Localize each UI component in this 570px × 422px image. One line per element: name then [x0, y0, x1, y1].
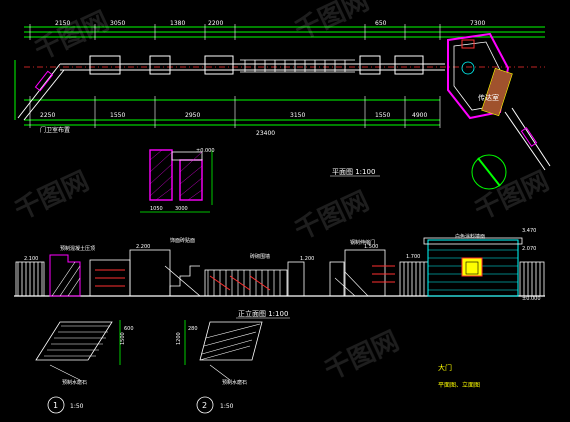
detail-top-dim-2: 3000	[175, 206, 188, 212]
elev-label-8: ±0.000	[522, 296, 541, 302]
title-block: 大门 平面图、立面图	[438, 363, 480, 389]
plan-dim-3: 1380	[170, 20, 185, 27]
detail-2-note: 预制水磨石	[222, 379, 247, 386]
detail-2-dim-2: 280	[188, 326, 198, 332]
plan-mid-dim-3: 2950	[185, 112, 200, 119]
plan-mid-dim-1: 2250	[40, 112, 55, 119]
plan-view: 传达室 2150 3050 1380 2200 650 7300 2250 15…	[14, 20, 551, 190]
detail-2-scale: 1:50	[220, 403, 234, 410]
elev-note-4: 钢制伸缩门	[350, 239, 375, 246]
plan-dim-4: 2200	[208, 20, 223, 27]
detail-1-scale: 1:50	[70, 403, 84, 410]
elevation-title: 正立面图 1:100	[238, 309, 288, 318]
plan-mid-dim-4: 3150	[290, 112, 305, 119]
detail-top-elev: ±0.000	[196, 148, 215, 154]
elev-label-5: 1.700	[406, 254, 420, 260]
title-block-subtitle: 平面图、立面图	[438, 381, 480, 389]
detail-2: 1200 280 预制水磨石 2 1:50	[176, 320, 263, 414]
watermark-6: 千图网	[320, 326, 403, 386]
detail-1-note: 预制水磨石	[62, 379, 87, 386]
watermark-2: 千图网	[290, 0, 373, 46]
elev-label-3: 1.200	[300, 256, 314, 262]
detail-top-dim-1: 1050	[150, 206, 163, 212]
watermark-4: 千图网	[290, 186, 373, 246]
detail-1-marker-icon	[47, 396, 65, 414]
elev-note-2: 饰面砖贴面	[170, 237, 195, 244]
elev-label-6: 3.470	[522, 228, 536, 234]
detail-1-number: 1	[53, 401, 58, 410]
elev-label-4: 1.500	[364, 244, 378, 250]
plan-dim-1: 2150	[55, 20, 70, 27]
detail-2-dim-1: 1200	[176, 332, 182, 345]
detail-2-marker-icon	[196, 396, 214, 414]
guard-room-label: 传达室	[478, 93, 499, 102]
front-elevation: 预制混凝土压顶 饰面砖贴面 砖砌围墙 钢制伸缩门 白色涂料墙面 2.100 2.…	[14, 228, 545, 319]
detail-1-dim-1: 1500	[120, 332, 126, 345]
elev-note-1: 预制混凝土压顶	[60, 245, 95, 252]
elev-label-7: 2.070	[522, 246, 536, 252]
plan-total-dim: 23400	[256, 130, 275, 137]
title-block-name: 大门	[438, 363, 452, 372]
top-section-detail: 1050 3000 ±0.000	[140, 148, 215, 213]
plan-left-note: 门卫室布置	[40, 126, 70, 134]
watermark-5: 千图网	[470, 166, 553, 226]
plan-dim-6: 7300	[470, 20, 485, 27]
plan-mid-dim-6: 4900	[412, 112, 427, 119]
watermark-3: 千图网	[10, 166, 93, 226]
watermark-layer: 千图网 千图网 千图网 千图网 千图网 千图网	[10, 0, 553, 386]
watermark-1: 千图网	[30, 6, 113, 66]
north-arrow-icon	[471, 154, 507, 190]
plan-title: 平面图 1:100	[332, 168, 375, 176]
detail-1: 1500 600 预制水磨石 1 1:50	[35, 320, 134, 414]
elev-note-5: 白色涂料墙面	[455, 233, 485, 240]
elev-note-3: 砖砌围墙	[250, 253, 270, 260]
plan-dim-2: 3050	[110, 20, 125, 27]
elev-label-2: 2.200	[136, 244, 150, 250]
detail-2-number: 2	[202, 401, 207, 410]
plan-mid-dim-2: 1550	[110, 112, 125, 119]
plan-mid-dim-5: 1550	[375, 112, 390, 119]
elev-label-1: 2.100	[24, 256, 38, 262]
detail-1-dim-2: 600	[124, 326, 134, 332]
plan-dim-5: 650	[375, 20, 387, 27]
